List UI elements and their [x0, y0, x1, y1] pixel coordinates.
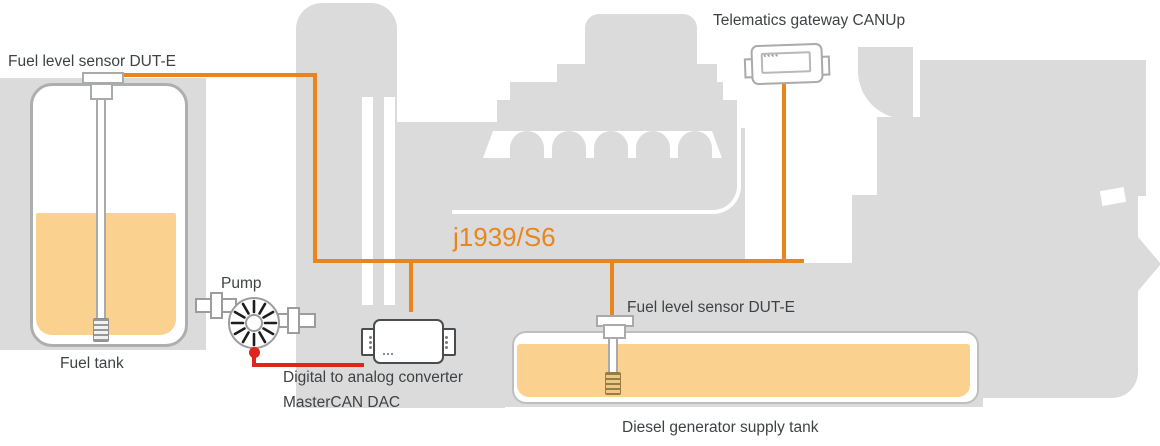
dac-device: [373, 319, 444, 364]
canup-device: [743, 41, 831, 86]
pump-icon: [195, 292, 316, 349]
silhouette-pipe-gap-1: [362, 97, 373, 305]
fuel-level-sensor-2-collar: [603, 324, 626, 339]
silhouette-cylinder-dome: [510, 131, 544, 158]
label-j1939-bus: j1939/S6: [453, 222, 556, 252]
label-dac-line2: MasterCAN DAC: [283, 394, 401, 411]
silhouette-hook: [858, 47, 913, 119]
silhouette-cylinder-dome: [594, 131, 628, 158]
bus-wire-dac-drop: [409, 259, 413, 312]
silhouette-pipe-gap-2: [384, 97, 395, 305]
label-supply-tank: Diesel generator supply tank: [622, 419, 819, 436]
silhouette-canopy-line: [452, 98, 741, 214]
silhouette-cylinder-dome: [552, 131, 586, 158]
fuel-level-sensor-2-coil: [605, 372, 621, 395]
silhouette-engine-step-3: [557, 64, 717, 84]
silhouette-exhaust-head: [296, 3, 397, 99]
j1939-bus-line: [313, 259, 804, 263]
silhouette-right-block-top: [920, 60, 1146, 118]
bus-wire-gateway-drop: [782, 84, 786, 263]
analog-wire-dot: [249, 347, 260, 358]
fuel-level-sensor-1-collar: [90, 83, 113, 100]
silhouette-cylinder-dome: [678, 131, 712, 158]
fuel-level-sensor-1-coil: [93, 318, 109, 342]
label-fuel-level-sensor-1: Fuel level sensor DUT-E: [8, 53, 176, 70]
bus-wire-sensor1-horizontal: [108, 73, 317, 77]
dac-port-marks: [383, 353, 395, 355]
silhouette-engine-top-block: [585, 14, 697, 66]
bus-wire-sensor1-vertical: [313, 73, 317, 263]
label-pump: Pump: [221, 275, 262, 292]
silhouette-right-block-mid: [877, 117, 1146, 196]
label-fuel-tank: Fuel tank: [60, 355, 124, 372]
label-dac-line1: Digital to analog converter: [283, 369, 464, 386]
fuel-tank-fuel-level: [36, 213, 176, 335]
analog-wire-horizontal: [252, 363, 364, 367]
silhouette-arrow-point: [1138, 237, 1160, 291]
supply-tank-fuel-level: [517, 344, 970, 397]
silhouette-engine-step-1: [497, 100, 743, 126]
label-fuel-level-sensor-2: Fuel level sensor DUT-E: [627, 299, 795, 316]
bus-wire-sensor2-drop: [610, 259, 614, 319]
analog-wire-vertical: [252, 355, 256, 367]
label-telematics-gateway: Telematics gateway CANUp: [713, 12, 906, 29]
silhouette-cylinder-dome: [636, 131, 670, 158]
silhouette-engine-step-2: [510, 82, 723, 104]
fuel-level-sensor-1-probe: [96, 87, 106, 325]
